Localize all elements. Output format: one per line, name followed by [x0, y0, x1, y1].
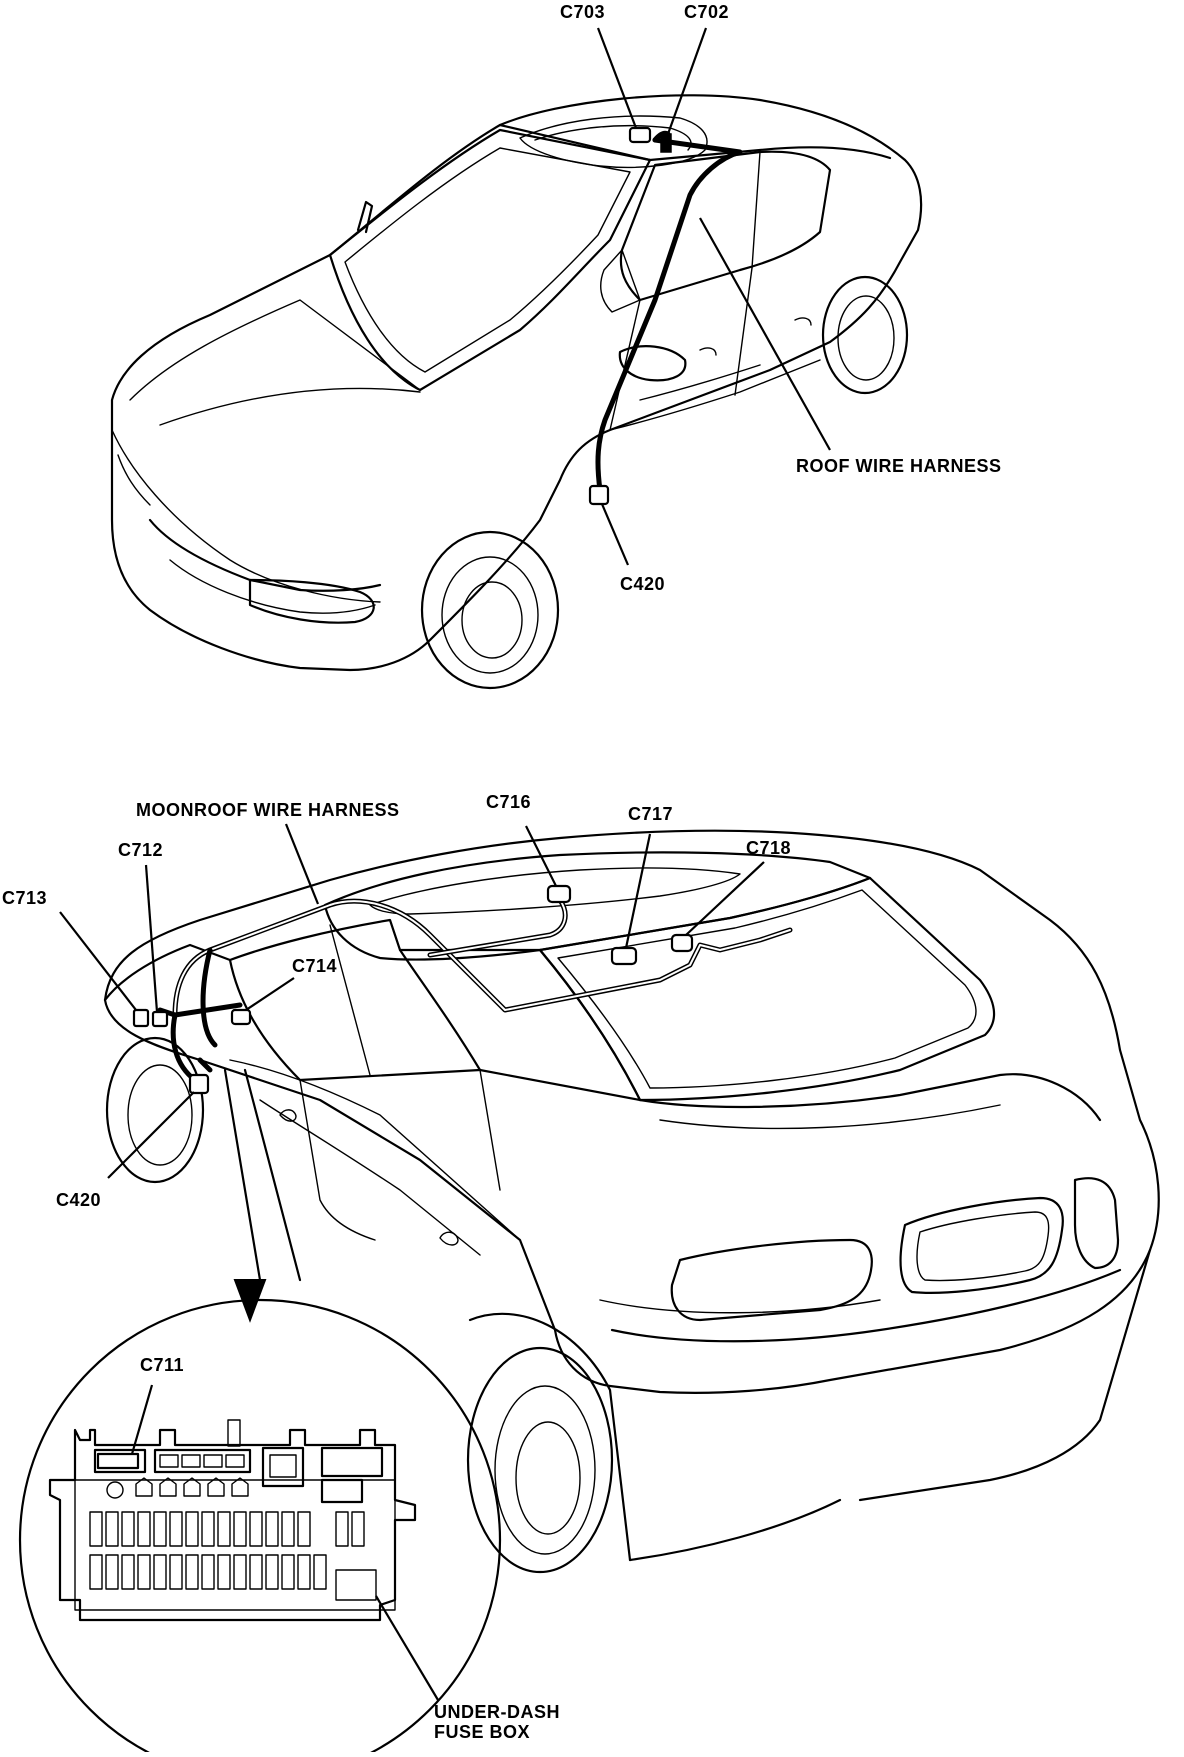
leader-c420-bottom [107, 1091, 195, 1179]
top-car-illustration [110, 94, 923, 690]
label-c714: C714 [292, 956, 338, 976]
connector-c714 [230, 1008, 252, 1026]
magnifier-circle [18, 1298, 502, 1757]
leader-moonroof-wire-harness [284, 823, 320, 905]
bottom-car-illustration [103, 829, 1160, 1574]
connector-c702 [660, 133, 672, 153]
label-c716: C716 [486, 792, 532, 812]
label-c717: C717 [628, 804, 674, 824]
connector-c420-bottom [188, 1073, 210, 1095]
label-under-dash-fuse-box: UNDER-DASH FUSE BOX [434, 1702, 560, 1742]
connector-c703 [628, 126, 652, 144]
leader-c717 [624, 833, 652, 949]
leader-c713 [59, 911, 137, 1011]
label-roof-wire-harness: ROOF WIRE HARNESS [796, 456, 1002, 476]
leader-c718 [685, 861, 765, 936]
connector-c717 [610, 946, 638, 966]
label-c703: C703 [560, 2, 606, 22]
connector-c718 [670, 933, 694, 953]
leader-c711 [130, 1384, 154, 1455]
label-c702: C702 [684, 2, 730, 22]
leader-c712 [144, 864, 159, 1013]
connector-c712 [151, 1010, 169, 1028]
connector-c711 [96, 1452, 140, 1470]
leader-c702 [666, 27, 708, 135]
label-c711: C711 [140, 1355, 185, 1375]
leader-roof-wire-harness [699, 217, 831, 451]
leader-c716 [525, 825, 557, 887]
leader-c703 [596, 27, 638, 129]
moonroof-wire-harness [157, 897, 793, 1083]
connector-c420-top [588, 484, 610, 506]
top-roof-wire-harness [595, 130, 743, 493]
under-dash-fuse-box [48, 1419, 417, 1622]
label-c420-bottom: C420 [56, 1190, 102, 1210]
label-c712: C712 [118, 840, 164, 860]
label-c713: C713 [2, 888, 48, 908]
connector-c716 [546, 884, 572, 904]
leader-under-dash-fuse-box [375, 1595, 439, 1701]
leader-c714 [245, 977, 295, 1011]
magnifier-pointer [223, 1068, 302, 1323]
label-moonroof-wire-harness: MOONROOF WIRE HARNESS [136, 800, 400, 820]
label-c718: C718 [746, 838, 792, 858]
connector-c713 [132, 1008, 150, 1028]
label-c420-top: C420 [620, 574, 666, 594]
leader-c420-top [600, 503, 630, 566]
